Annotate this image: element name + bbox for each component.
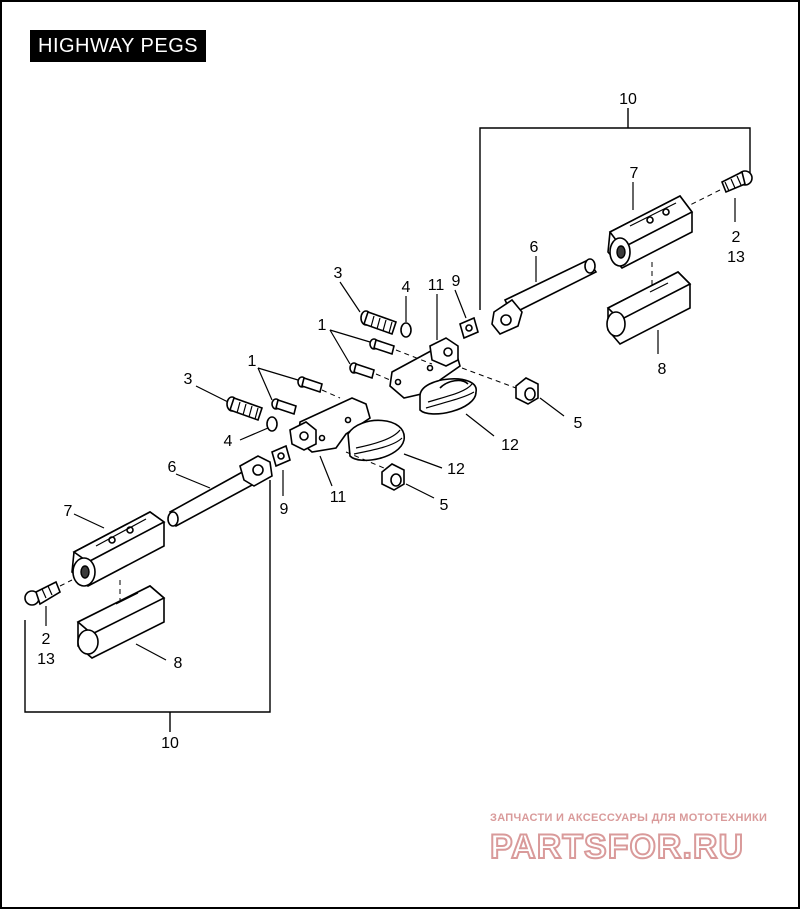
rubber-8-right (606, 271, 692, 346)
label-1-lower: 1 (248, 353, 257, 370)
bracket-10-top (479, 108, 751, 310)
clamp-12-upper (419, 378, 477, 415)
label-7-lower: 7 (64, 503, 73, 520)
label-4-upper: 4 (402, 279, 411, 296)
screw-1-upper-b (349, 362, 375, 380)
label-11-lower: 11 (330, 489, 347, 506)
leader-lines (45, 182, 736, 661)
label-6-right: 6 (530, 239, 539, 256)
label-11-upper: 11 (428, 277, 445, 294)
clamp-12-lower (347, 419, 405, 462)
watermark-logo: PARTSFOR.RU (489, 827, 744, 867)
label-10-top: 10 (619, 91, 637, 108)
clamp-11-lower (289, 397, 371, 453)
screw-3-upper (360, 310, 398, 336)
screw-2-lower (24, 580, 61, 606)
label-12-lower: 12 (447, 461, 465, 478)
washer-4-upper (400, 322, 412, 338)
label-1-upper: 1 (318, 317, 327, 334)
label-3-lower: 3 (184, 371, 193, 388)
washer-9-upper (459, 316, 479, 340)
screw-1-upper-a (369, 338, 395, 356)
washer-4-lower (266, 416, 278, 432)
label-2-lower: 2 (42, 631, 51, 648)
screw-2-right (720, 170, 753, 194)
watermark-logo-text: PARTSFOR.RU (490, 828, 744, 866)
label-13-lower: 13 (37, 651, 55, 668)
label-6-lower: 6 (168, 459, 177, 476)
label-9-upper: 9 (452, 273, 461, 290)
pin-6-right (491, 258, 598, 335)
label-12-upper: 12 (501, 437, 519, 454)
peg-7-lower (71, 511, 166, 587)
label-13-right: 13 (727, 249, 745, 266)
screw-1-lower-a (297, 376, 323, 394)
label-4-lower: 4 (224, 433, 233, 450)
label-3-upper: 3 (334, 265, 343, 282)
label-10-bottom: 10 (161, 735, 179, 752)
rubber-8-lower (76, 585, 166, 659)
callout-labels: 10 7 2 13 6 8 3 4 11 9 1 5 12 1 3 4 6 9 … (37, 91, 745, 752)
screw-1-lower-b (271, 398, 297, 416)
label-8-right: 8 (658, 361, 667, 378)
label-5-lower: 5 (440, 497, 449, 514)
watermark-tagline: ЗАПЧАСТИ И АКСЕССУАРЫ ДЛЯ МОТОТЕХНИКИ (490, 812, 768, 824)
washer-9-lower (271, 444, 291, 468)
page-title: HIGHWAY PEGS (30, 30, 207, 62)
label-2-right: 2 (732, 229, 741, 246)
peg-7-right (607, 194, 694, 269)
pin-6-lower (167, 455, 273, 528)
bracket-10-bottom (24, 480, 271, 732)
clamp-11-upper (389, 337, 461, 399)
label-5-upper: 5 (574, 415, 583, 432)
screw-3-lower (226, 396, 264, 422)
label-8-lower: 8 (174, 655, 183, 672)
nut-5-lower (381, 463, 405, 491)
nut-5-upper (515, 377, 539, 405)
label-7-right: 7 (630, 165, 639, 182)
label-9-lower: 9 (280, 501, 289, 518)
